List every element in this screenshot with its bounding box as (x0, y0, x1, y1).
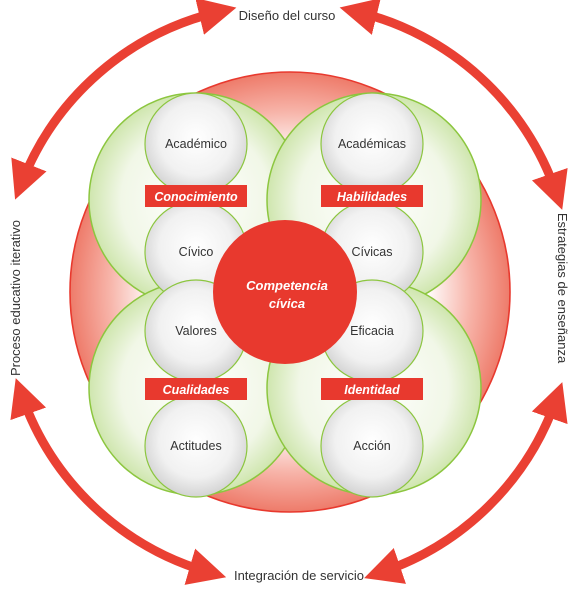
banner-label-habilidades: Habilidades (337, 190, 407, 204)
node-label-academicas: Académicas (338, 137, 406, 151)
node-label-accion: Acción (353, 439, 391, 453)
banner-label-conocimiento: Conocimiento (154, 190, 238, 204)
banner-conocimiento (145, 185, 247, 207)
arrow-top-right (339, 0, 568, 210)
center-label-line2: cívica (269, 296, 305, 311)
arrow-bottom-left (10, 378, 227, 585)
node-label-eficacia: Eficacia (350, 324, 394, 338)
node-label-academico: Académico (165, 137, 227, 151)
banner-identidad (321, 378, 423, 400)
node-label-valores: Valores (175, 324, 216, 338)
banner-habilidades (321, 185, 423, 207)
banner-cualidades (145, 378, 247, 400)
arrow-bottom-right (364, 382, 568, 584)
label-estrategias-de-ensenanza: Estrategias de enseñanza (555, 213, 570, 364)
center-circle (213, 220, 357, 364)
node-label-civico: Cívico (179, 245, 214, 259)
banner-label-cualidades: Cualidades (163, 383, 230, 397)
label-integracion-de-servicio: Integración de servicio (234, 568, 364, 583)
arrow-top-left (11, 0, 237, 200)
label-diseno-del-curso: Diseño del curso (239, 8, 336, 23)
banner-label-identidad: Identidad (344, 383, 400, 397)
node-label-actitudes: Actitudes (170, 439, 221, 453)
label-proceso-educativo-iterativo: Proceso educativo iterativo (8, 220, 23, 376)
center-label-line1: Competencia (246, 278, 328, 293)
node-label-civicas: Cívicas (352, 245, 393, 259)
